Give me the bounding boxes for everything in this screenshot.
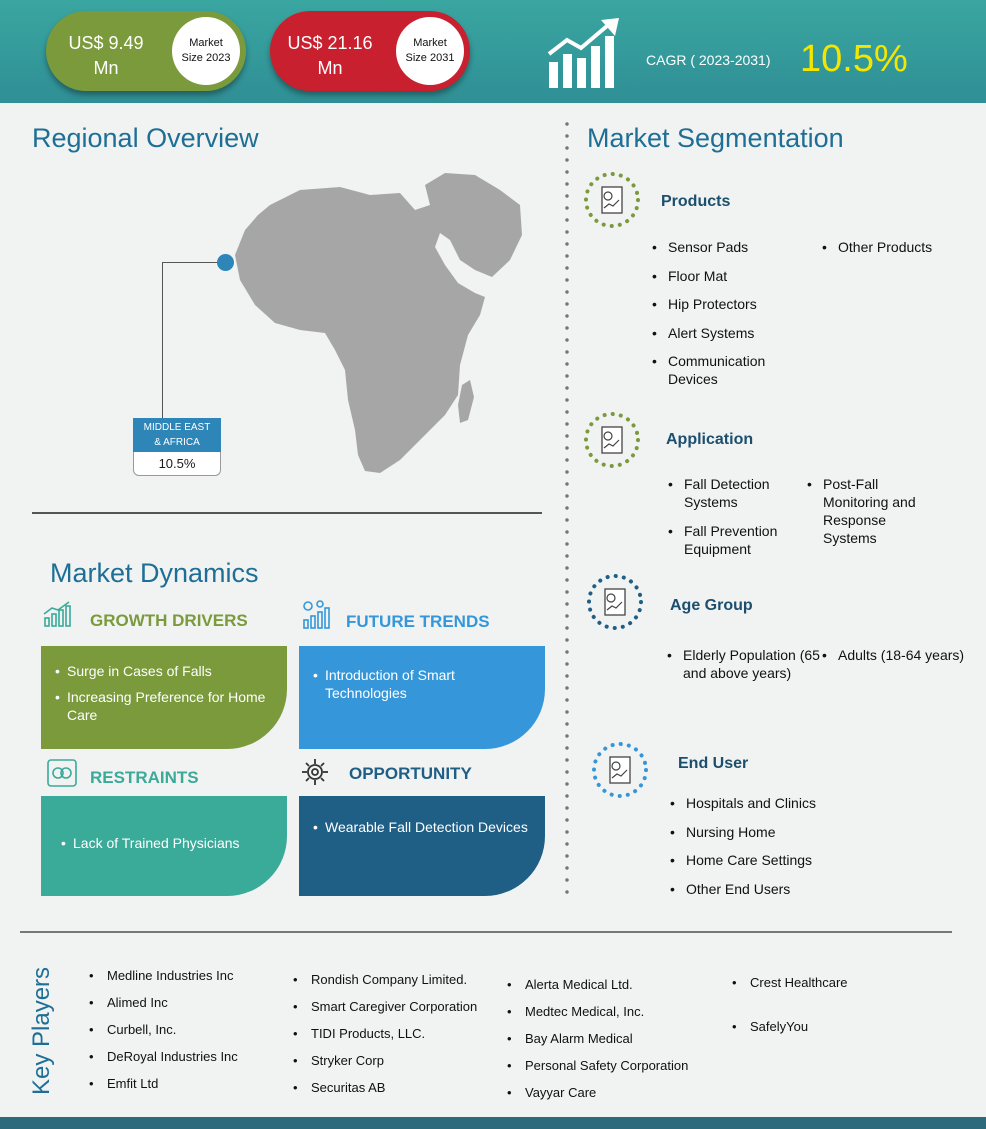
section-divider-dotted bbox=[565, 118, 569, 900]
market-size-2031-pill: US$ 21.16 Mn Market Size 2031 bbox=[270, 11, 470, 91]
end-user-item: Home Care Settings bbox=[670, 851, 812, 869]
end-user-title: End User bbox=[678, 755, 749, 772]
future-trend-item: Introduction of Smart Technologies bbox=[313, 666, 531, 702]
growth-drivers-icon bbox=[43, 601, 71, 627]
products-title: Products bbox=[661, 193, 731, 210]
key-player-item: Alimed Inc bbox=[89, 995, 168, 1010]
key-player-item: Vayyar Care bbox=[507, 1085, 596, 1100]
age-group-item: Adults (18-64 years) bbox=[822, 646, 982, 664]
region-marker-dot bbox=[217, 254, 234, 271]
market-size-2031-label-line2: Size 2031 bbox=[405, 52, 455, 64]
application-item: Fall Prevention Equipment bbox=[668, 522, 798, 558]
age-group-item: Elderly Population (65 and above years) bbox=[667, 646, 823, 682]
opportunity-item: Wearable Fall Detection Devices bbox=[313, 818, 531, 836]
application-title: Application bbox=[666, 431, 754, 448]
region-name-line2: & AFRICA bbox=[154, 437, 200, 448]
key-players-title: Key Players bbox=[28, 966, 55, 1095]
key-player-item: TIDI Products, LLC. bbox=[293, 1026, 425, 1041]
key-player-item: Rondish Company Limited. bbox=[293, 972, 467, 987]
end-user-document-icon bbox=[592, 742, 648, 798]
restraints-icon bbox=[47, 759, 77, 787]
market-size-2031-value-line2: Mn bbox=[317, 58, 343, 78]
future-trends-card: Introduction of Smart Technologies bbox=[299, 646, 545, 749]
products-item: Floor Mat bbox=[652, 267, 727, 285]
key-player-item: Alerta Medical Ltd. bbox=[507, 977, 633, 992]
key-player-item: Medtec Medical, Inc. bbox=[507, 1004, 644, 1019]
region-cagr: 10.5% bbox=[133, 452, 221, 476]
key-player-item: Personal Safety Corporation bbox=[507, 1058, 688, 1073]
cagr-label: CAGR ( 2023-2031) bbox=[646, 52, 771, 68]
key-player-item: Bay Alarm Medical bbox=[507, 1031, 633, 1046]
region-name: MIDDLE EAST & AFRICA bbox=[133, 418, 221, 452]
key-players-divider bbox=[20, 931, 952, 933]
age-group-title: Age Group bbox=[670, 597, 753, 614]
growth-drivers-card: Surge in Cases of Falls Increasing Prefe… bbox=[41, 646, 287, 749]
key-player-item: Smart Caregiver Corporation bbox=[293, 999, 477, 1014]
region-callout-line bbox=[162, 262, 224, 420]
footer-bar bbox=[0, 1117, 986, 1129]
growth-driver-item: Increasing Preference for Home Care bbox=[55, 688, 273, 724]
market-size-2023-pill: US$ 9.49 Mn Market Size 2023 bbox=[46, 11, 246, 91]
application-item: Post-Fall Monitoring and Response System… bbox=[807, 475, 927, 547]
regional-overview-title: Regional Overview bbox=[32, 123, 259, 153]
opportunity-label: OPPORTUNITY bbox=[349, 764, 472, 783]
products-item: Hip Protectors bbox=[652, 295, 757, 313]
market-size-2023-label: Market Size 2023 bbox=[172, 17, 240, 85]
growth-driver-item: Surge in Cases of Falls bbox=[55, 662, 273, 680]
market-size-2023-label-line2: Size 2023 bbox=[181, 52, 231, 64]
products-document-icon bbox=[584, 172, 640, 228]
application-document-icon bbox=[584, 412, 640, 468]
products-item: Communication Devices bbox=[652, 352, 792, 388]
opportunity-card: Wearable Fall Detection Devices bbox=[299, 796, 545, 896]
end-user-item: Nursing Home bbox=[670, 823, 775, 841]
market-size-2023-value: US$ 9.49 Mn bbox=[46, 31, 166, 81]
regional-divider bbox=[32, 512, 542, 514]
cagr-value: 10.5% bbox=[800, 38, 908, 80]
market-size-2023-value-line2: Mn bbox=[93, 58, 119, 78]
end-user-item: Other End Users bbox=[670, 880, 790, 898]
growth-drivers-label: GROWTH DRIVERS bbox=[90, 611, 248, 630]
market-size-2031-label: Market Size 2031 bbox=[396, 17, 464, 85]
key-player-item: Securitas AB bbox=[293, 1080, 385, 1095]
market-size-2023-value-line1: US$ 9.49 bbox=[68, 33, 144, 53]
region-callout: MIDDLE EAST & AFRICA 10.5% bbox=[133, 418, 221, 476]
key-player-item: Curbell, Inc. bbox=[89, 1022, 176, 1037]
market-size-2031-value-line1: US$ 21.16 bbox=[287, 33, 373, 53]
key-player-item: DeRoyal Industries Inc bbox=[89, 1049, 238, 1064]
end-user-item: Hospitals and Clinics bbox=[670, 794, 816, 812]
key-player-item: SafelyYou bbox=[732, 1019, 808, 1034]
future-trends-icon bbox=[303, 600, 330, 629]
mea-map bbox=[235, 173, 522, 473]
restraints-label: RESTRAINTS bbox=[90, 768, 199, 787]
header-banner: US$ 9.49 Mn Market Size 2023 US$ 21.16 M… bbox=[0, 0, 986, 103]
market-size-2031-label-line1: Market bbox=[413, 37, 447, 49]
age-group-document-icon bbox=[587, 574, 643, 630]
products-item: Sensor Pads bbox=[652, 238, 748, 256]
region-name-line1: MIDDLE EAST bbox=[143, 422, 211, 433]
future-trends-label: FUTURE TRENDS bbox=[346, 612, 490, 631]
market-segmentation-title: Market Segmentation bbox=[587, 123, 844, 153]
key-player-item: Crest Healthcare bbox=[732, 975, 848, 990]
restraint-item: Lack of Trained Physicians bbox=[61, 834, 269, 852]
key-player-item: Stryker Corp bbox=[293, 1053, 384, 1068]
products-item: Other Products bbox=[822, 238, 932, 256]
opportunity-gear-icon bbox=[302, 759, 328, 785]
key-player-item: Medline Industries Inc bbox=[89, 968, 233, 983]
market-size-2023-label-line1: Market bbox=[189, 37, 223, 49]
restraints-card: Lack of Trained Physicians bbox=[41, 796, 287, 896]
market-dynamics-title: Market Dynamics bbox=[50, 558, 259, 588]
growth-chart-icon bbox=[547, 18, 619, 88]
market-size-2031-value: US$ 21.16 Mn bbox=[270, 31, 390, 81]
application-item: Fall Detection Systems bbox=[668, 475, 788, 511]
key-player-item: Emfit Ltd bbox=[89, 1076, 158, 1091]
products-item: Alert Systems bbox=[652, 324, 754, 342]
